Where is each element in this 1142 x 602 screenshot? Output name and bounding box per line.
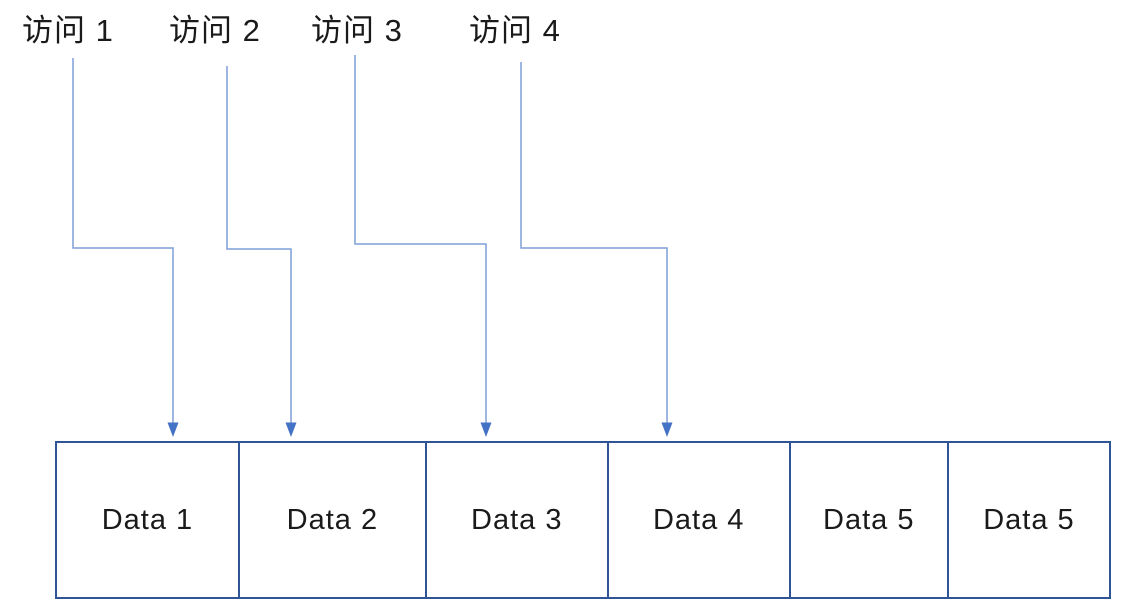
connector-2 — [226, 66, 297, 437]
data-cell-1: Data 1 — [57, 443, 238, 597]
data-cell-label: Data 5 — [823, 503, 915, 536]
access-label-1: 访问 1 — [22, 13, 114, 48]
connector-3-arrowhead — [480, 422, 492, 437]
data-cell-3: Data 3 — [424, 443, 607, 597]
data-cell-label: Data 3 — [471, 503, 563, 536]
connector-2-arrowhead — [285, 422, 297, 437]
data-cell-label: Data 1 — [101, 503, 194, 536]
data-cell-5: Data 5 — [788, 443, 947, 597]
connector-4-line — [520, 62, 668, 424]
access-label-2: 访问 2 — [169, 13, 261, 48]
data-cell-label: Data 5 — [983, 503, 1075, 536]
connector-3-line — [354, 55, 487, 424]
connector-1-arrowhead — [167, 422, 179, 437]
connector-1-line — [72, 58, 174, 424]
connector-4-arrowhead — [661, 422, 673, 437]
data-cell-4: Data 4 — [606, 443, 789, 597]
connector-1 — [72, 58, 179, 437]
access-label-3: 访问 3 — [311, 13, 403, 48]
connector-2-line — [226, 66, 292, 424]
data-cell-label: Data 2 — [286, 503, 379, 536]
data-cell-2: Data 2 — [237, 443, 425, 597]
data-array: Data 1 Data 2 Data 3 Data 4 Data 5 Data … — [55, 441, 1111, 599]
data-cell-label: Data 4 — [652, 503, 745, 536]
connector-4 — [520, 62, 673, 437]
data-cell-6: Data 5 — [946, 443, 1109, 597]
connector-3 — [354, 55, 492, 437]
access-label-4: 访问 4 — [469, 13, 561, 48]
